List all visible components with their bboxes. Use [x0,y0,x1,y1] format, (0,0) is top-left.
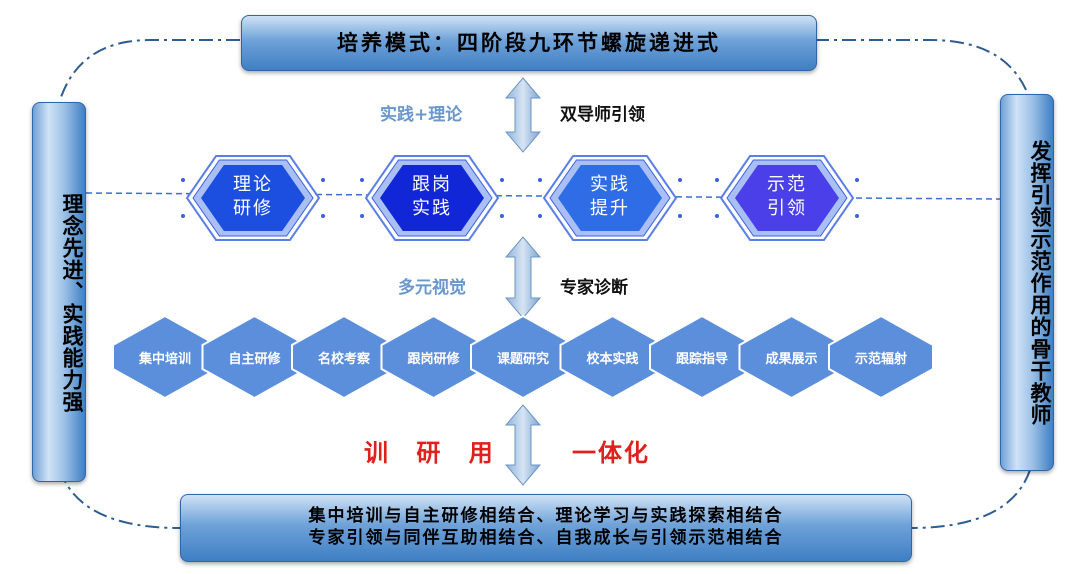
bottom-banner-line2: 专家引领与同伴互助相结合、自我成长与引领示范相结合 [308,528,784,548]
top-banner-text: 培养模式：四阶段九环节螺旋递进式 [337,31,721,55]
top-banner: 培养模式：四阶段九环节螺旋递进式 [241,15,817,71]
step-label: 课题研究 [496,352,549,367]
lower-right-label: 一体化 [572,439,650,467]
stage-4-label: 示范引领 [767,174,807,219]
stage-2-label: 跟岗实践 [412,174,452,219]
right-side-text: 发挥引领示范作用的骨干教师 [1028,140,1052,426]
step-label: 校本实践 [586,352,639,367]
step-label: 自主研修 [228,352,281,367]
stage-3-hexagon [538,155,682,241]
step-label: 跟岗研修 [407,352,460,367]
left-side-box: 理念先进、实践能力强 [32,102,86,482]
step-label: 名校考察 [317,352,370,367]
bottom-banner-line1: 集中培训与自主研修相结合、理论学习与实践探索相结合 [308,506,784,526]
step-label: 成果展示 [765,352,818,367]
middle-left-label: 多元视觉 [398,278,466,298]
stage-2-hexagon [360,155,504,241]
stage-3-label: 实践提升 [590,174,630,219]
step-diamond [828,314,934,400]
lower-double-arrow [504,404,542,486]
left-side-text: 理念先进、实践能力强 [60,193,84,413]
step-label: 示范辐射 [854,352,907,367]
middle-right-label: 专家诊断 [560,278,628,298]
bottom-banner: 集中培训与自主研修相结合、理论学习与实践探索相结合 专家引领与同伴互助相结合、自… [180,494,912,562]
upper-left-label: 实践+理论 [380,105,463,125]
right-side-box: 发挥引领示范作用的骨干教师 [1000,94,1054,471]
step-label: 跟踪指导 [675,352,728,367]
lower-left-label: 训 研 用 [364,439,503,467]
stage-1-label: 理论研修 [233,174,273,219]
upper-right-label: 双导师引领 [560,105,645,125]
upper-double-arrow [504,77,542,153]
stage-4-hexagon [715,155,859,241]
step-label: 集中培训 [138,352,191,367]
stage-1-hexagon [181,155,325,241]
